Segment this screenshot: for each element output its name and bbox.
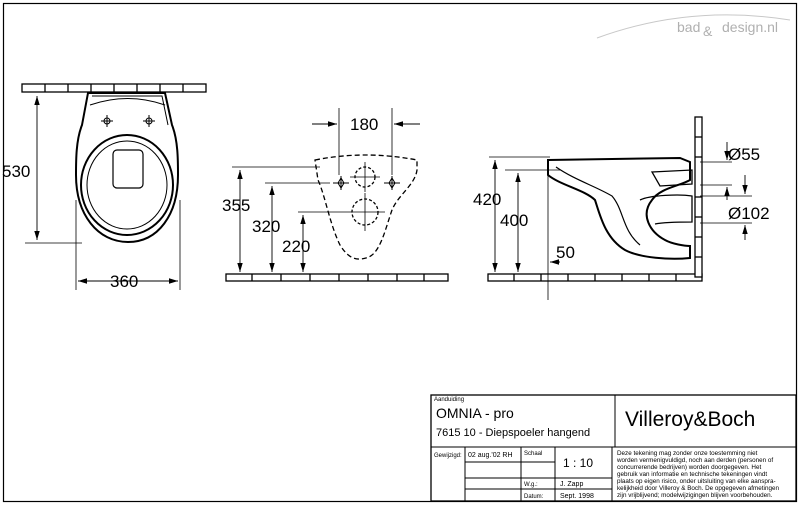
watermark-text-right: design.nl (722, 19, 778, 35)
dim-rear-h1: 355 (222, 196, 250, 215)
dim-diam-large: Ø102 (728, 204, 770, 223)
disclaimer-line: Deze tekening mag zonder onze toestemmin… (617, 450, 758, 457)
dim-rear-width: 180 (350, 115, 378, 134)
rear-fixing-points (333, 176, 400, 190)
disclaimer-line: plaats op eigen risico, onder uitsluitin… (617, 478, 776, 485)
dim-rear-h3: 220 (282, 237, 310, 256)
label-wg: W.g.: (524, 482, 538, 488)
schaal-value: 1 : 10 (563, 456, 593, 470)
brand-name: Villeroy&Boch (625, 408, 755, 431)
disclaimer-line: concurrerende bedrijven) worden doorgege… (617, 464, 761, 471)
wg-value: J. Zapp (560, 481, 583, 488)
watermark-text-left: bad (677, 19, 700, 35)
front-wall-strip (21, 83, 207, 93)
product-description: 7615 10 - Diepspoeler hangend (436, 427, 590, 439)
label-datum: Datum: (524, 494, 544, 500)
label-gewijzigd: Gewijzigd: (434, 453, 462, 459)
front-outlet (112, 149, 144, 189)
dim-side-h1: 420 (473, 190, 501, 209)
label-schaal: Schaal (524, 451, 542, 457)
front-rim (80, 134, 174, 236)
label-aanduiding: Aanduiding (434, 397, 464, 403)
rear-outline-dashed (314, 154, 418, 260)
dim-rear-h2: 320 (252, 217, 280, 236)
dim-front-width: 360 (110, 272, 138, 291)
disclaimer-line: worden vermenigvuldigd, noch aan derden … (616, 457, 773, 464)
datum-value: Sept. 1998 (560, 493, 594, 500)
front-fixing-marks (101, 115, 155, 127)
dim-diam-small: Ø55 (728, 145, 760, 164)
dim-side-offset: 50 (556, 243, 575, 262)
watermark-logo: bad & design.nl (596, 14, 791, 39)
gewijzigd-value: 02 aug.'02 RH (468, 452, 513, 459)
disclaimer-line: gebruik van informatie en technische tek… (617, 471, 767, 478)
product-name: OMNIA - pro (436, 405, 514, 421)
side-inlet-pipe (650, 169, 693, 187)
side-wall-strip (694, 116, 703, 278)
disclaimer-line: zijn vrijblijvend; modelwijzigingen blij… (617, 492, 773, 499)
rear-view (225, 108, 449, 282)
front-bowl-outline (74, 92, 180, 244)
watermark-ampersand: & (703, 23, 713, 39)
dim-front-height: 530 (2, 162, 30, 181)
side-outlet-pipe (639, 194, 693, 225)
title-block (430, 394, 797, 502)
dim-side-h2: 400 (500, 211, 528, 230)
side-floor-strip (487, 273, 703, 282)
disclaimer-text: Deze tekening mag zonder onze toestemmin… (616, 450, 779, 499)
disclaimer-line: kelijkheid door Villeroy & Boch. De opge… (617, 485, 779, 492)
side-view (487, 116, 752, 300)
rear-floor-strip (225, 273, 449, 282)
front-view (21, 83, 207, 290)
